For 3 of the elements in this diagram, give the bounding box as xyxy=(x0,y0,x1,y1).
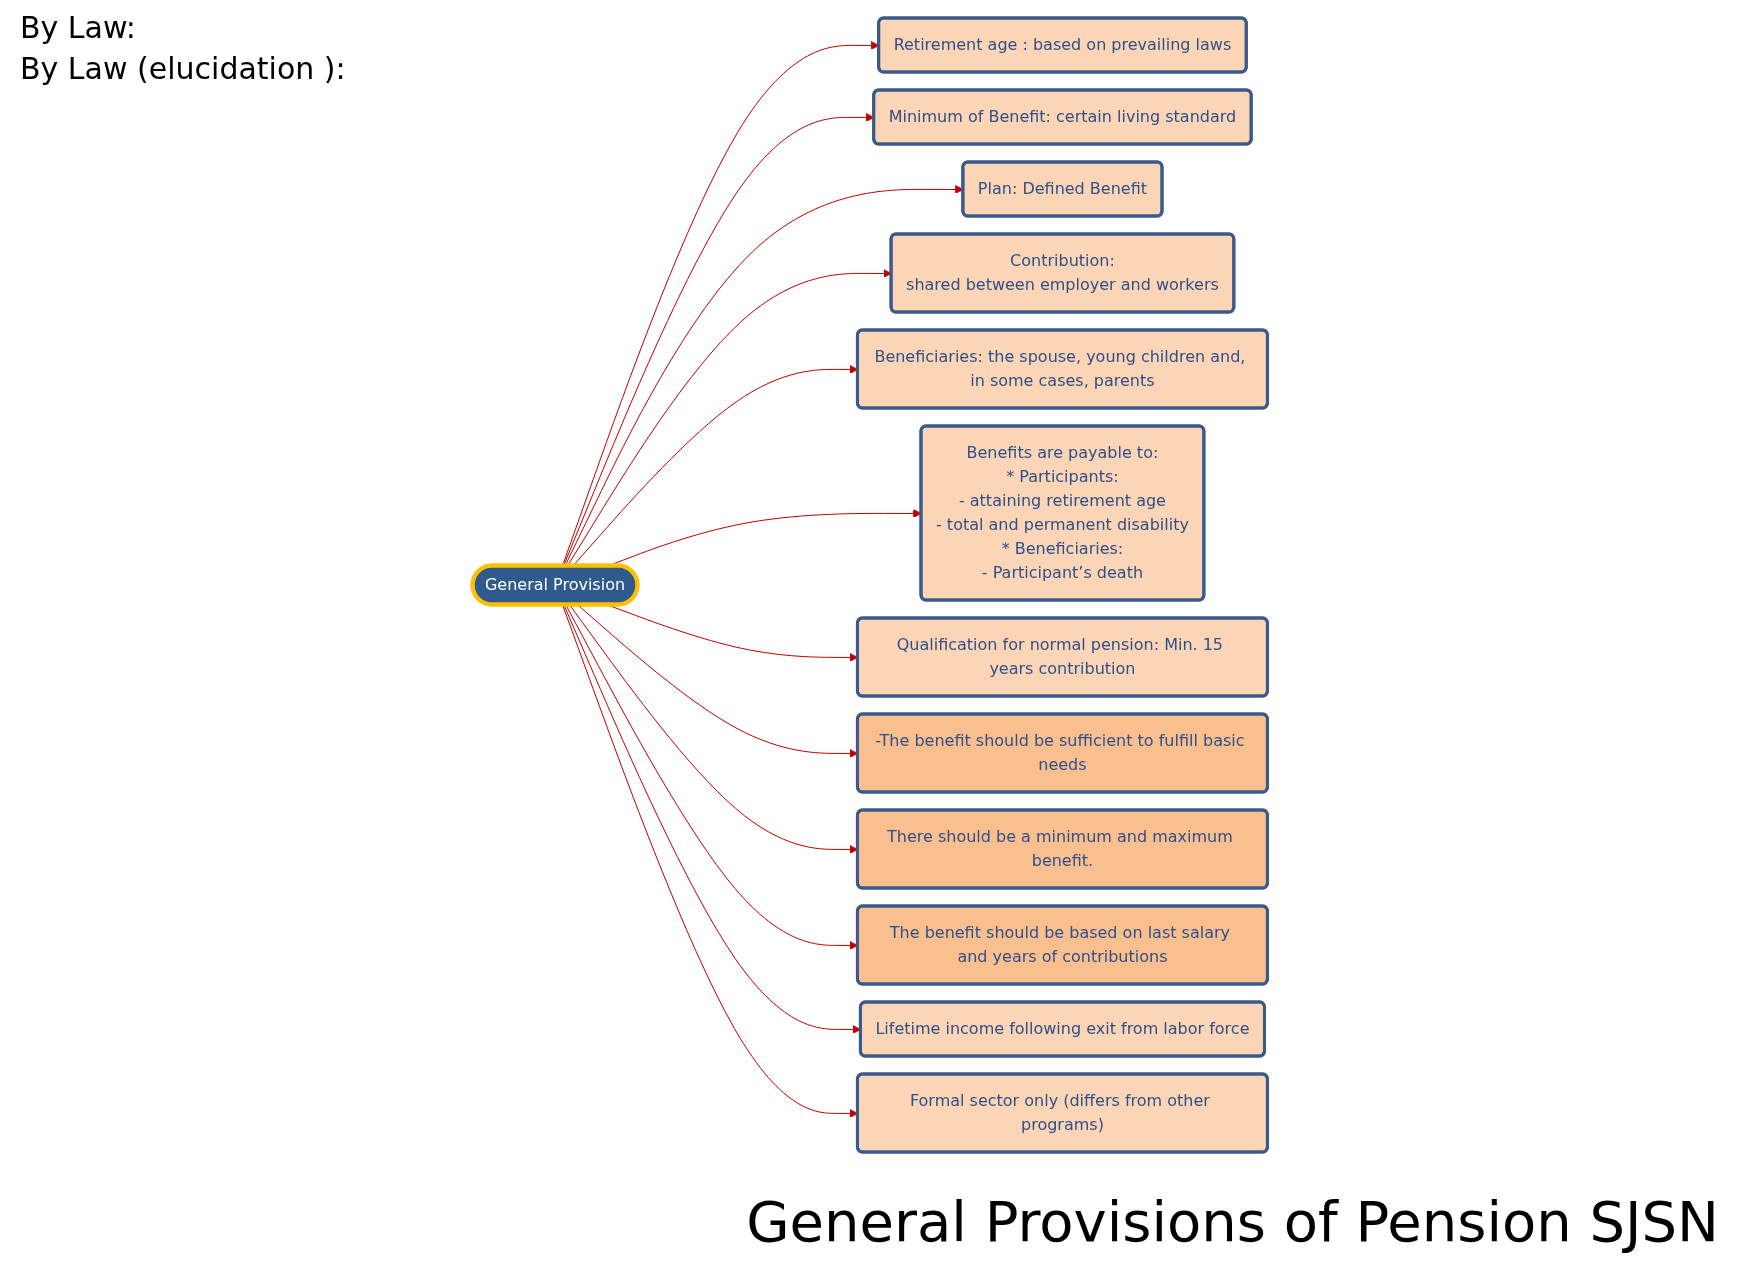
diagram-title: General Provisions of Pension SJSN xyxy=(746,1189,1719,1254)
heading-label: By Law: xyxy=(20,10,137,45)
heading-label: By Law (elucidation ): xyxy=(20,51,346,86)
